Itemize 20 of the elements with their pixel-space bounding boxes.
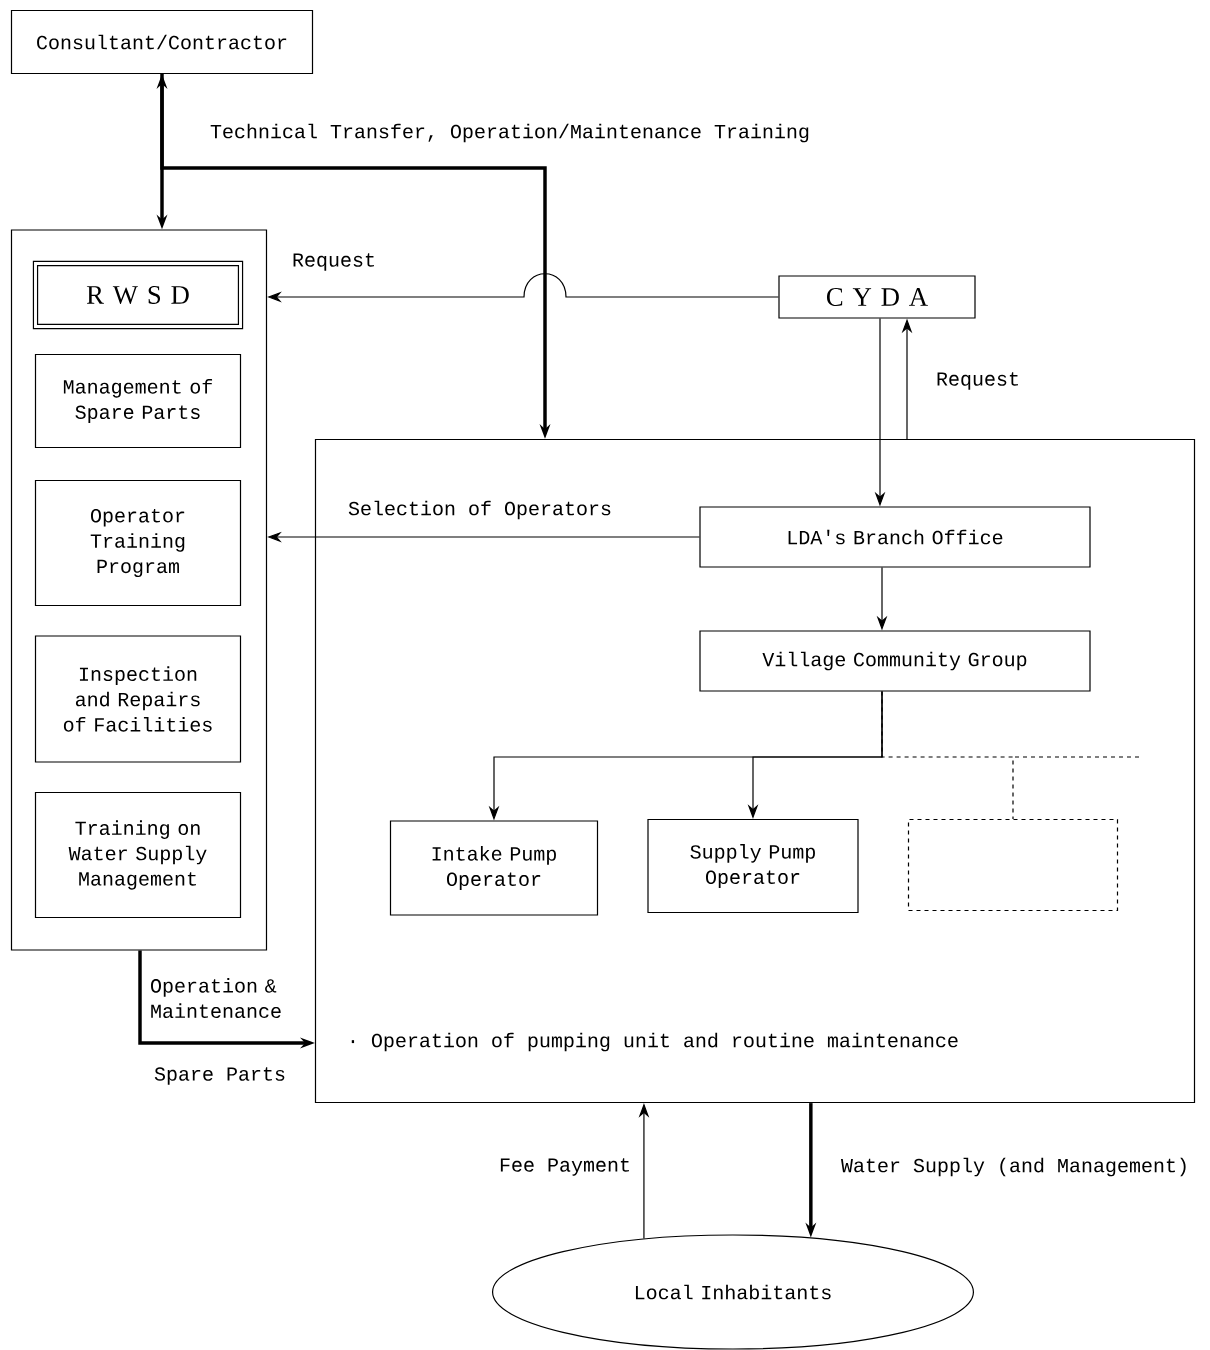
process-box: Consultant/Contractor — [10, 9, 314, 75]
title-box: R W S D — [32, 260, 244, 330]
process-box: LDA's Branch Office — [699, 506, 1091, 568]
edge-label: Operation & Maintenance — [148, 976, 292, 1020]
edge-label: Selection of Operators — [346, 499, 614, 521]
label: Spare Parts — [152, 1065, 288, 1087]
edge-label: Fee Payment — [497, 1156, 633, 1178]
process-box: Management of Spare Parts — [34, 353, 242, 449]
placeholder-box — [907, 818, 1119, 912]
process-box: Training on Water Supply Management — [34, 791, 242, 919]
edge-label: Water Supply (and Management) — [839, 1156, 1191, 1178]
process-box: Supply Pump Operator — [647, 818, 859, 914]
process-box: Intake Pump Operator — [389, 820, 599, 916]
edge-label: Technical Transfer, Operation/Maintenance Training — [208, 122, 812, 144]
edge-label: Request — [290, 251, 378, 273]
process-box: Village Community Group — [699, 630, 1091, 692]
process-box: Operator Training Program — [34, 479, 242, 607]
edge-label: Request — [934, 370, 1022, 392]
title-box: C Y D A — [778, 275, 976, 319]
process-box: Inspection and Repairs of Facilities — [34, 635, 242, 763]
